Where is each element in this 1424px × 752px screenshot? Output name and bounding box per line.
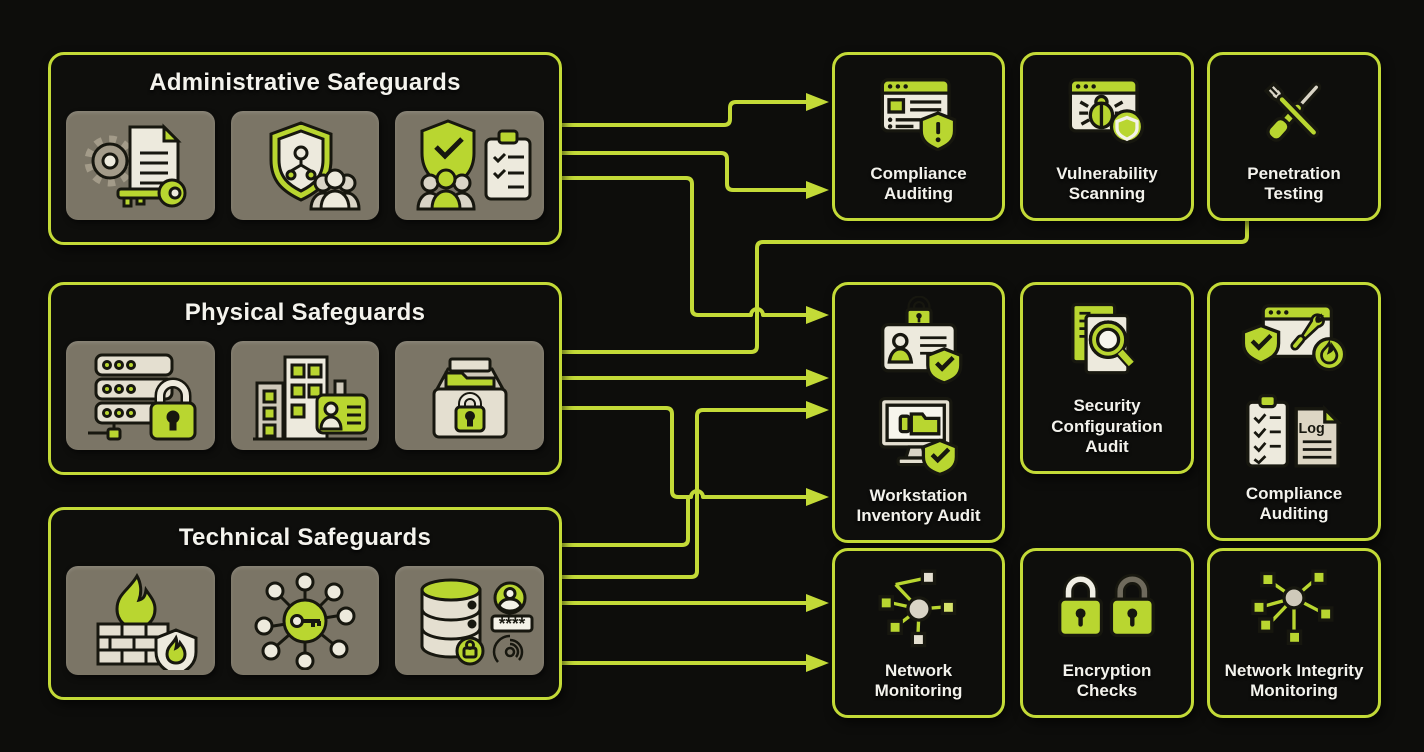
browser-shield-check-wrench-icon bbox=[1241, 304, 1347, 372]
node-security-configuration-audit: Security Configuration Audit bbox=[1020, 282, 1194, 474]
group-physical-safeguards: Physical Safeguards bbox=[48, 282, 562, 475]
network-nodes-icon bbox=[877, 569, 956, 648]
node-label: Encryption Checks bbox=[1062, 660, 1152, 701]
crossed-tools-icon bbox=[1263, 81, 1322, 142]
node-compliance-auditing-1: Compliance Auditing bbox=[832, 52, 1005, 221]
tile-server-security bbox=[66, 341, 215, 450]
node-label: Network Integrity Monitoring bbox=[1224, 660, 1364, 701]
tile-authentication: **** bbox=[395, 566, 545, 675]
two-padlocks-icon bbox=[1058, 573, 1155, 637]
tile-workforce-shield bbox=[230, 111, 380, 220]
id-card-lock-shield-icon bbox=[880, 296, 962, 385]
browser-bug-shield-icon bbox=[1068, 78, 1145, 144]
node-network-integrity-monitoring: Network Integrity Monitoring bbox=[1207, 548, 1381, 718]
server-rack-lock-icon bbox=[88, 353, 197, 440]
node-label: Compliance Auditing bbox=[1245, 483, 1343, 524]
tile-facility-access bbox=[230, 341, 380, 450]
clipboard-checklist-log-icon: Log bbox=[1246, 394, 1342, 468]
tile-row: **** bbox=[66, 566, 545, 675]
tile-row bbox=[66, 111, 545, 220]
shield-team-icon bbox=[269, 120, 361, 210]
tile-encryption-key bbox=[230, 566, 380, 675]
tile-row bbox=[66, 341, 545, 450]
network-integrity-nodes-icon bbox=[1251, 569, 1334, 645]
tile-secure-storage bbox=[395, 341, 545, 450]
node-network-monitoring: Network Monitoring bbox=[832, 548, 1005, 718]
group-administrative-safeguards: Administrative Safeguards bbox=[48, 52, 562, 245]
node-label: Compliance Auditing bbox=[870, 163, 967, 204]
node-compliance-auditing-2: Log Compliance Auditing bbox=[1207, 282, 1381, 541]
node-label: Workstation Inventory Audit bbox=[856, 485, 981, 526]
browser-shield-alert-icon bbox=[880, 78, 956, 152]
documents-magnifier-icon bbox=[1071, 303, 1136, 375]
node-penetration-testing: Penetration Testing bbox=[1207, 52, 1381, 221]
building-id-badge-icon bbox=[253, 355, 369, 440]
node-workstation-inventory-audit: Workstation Inventory Audit bbox=[832, 282, 1005, 543]
monitor-folder-shield-icon bbox=[878, 397, 958, 477]
group-technical-safeguards: Technical Safeguards bbox=[48, 507, 562, 700]
node-vulnerability-scanning: Vulnerability Scanning bbox=[1020, 52, 1194, 221]
firewall-flame-shield-icon bbox=[96, 572, 198, 670]
tile-policy-access bbox=[66, 111, 215, 220]
gear-document-key-icon bbox=[84, 122, 187, 207]
group-title: Physical Safeguards bbox=[184, 299, 426, 326]
log-doc-text: Log bbox=[1298, 421, 1324, 437]
database-authentication-icon: **** bbox=[420, 578, 534, 665]
file-cabinet-lock-icon bbox=[432, 357, 508, 438]
node-label: Network Monitoring bbox=[874, 660, 963, 701]
encryption-key-network-icon bbox=[254, 572, 356, 670]
node-label: Vulnerability Scanning bbox=[1056, 163, 1158, 204]
node-label: Security Configuration Audit bbox=[1051, 395, 1163, 457]
shield-check-clipboard-team-icon bbox=[416, 118, 532, 210]
node-label: Penetration Testing bbox=[1247, 163, 1341, 204]
tile-firewall bbox=[66, 566, 215, 675]
password-mask-text: **** bbox=[498, 614, 525, 633]
node-encryption-checks: Encryption Checks bbox=[1020, 548, 1194, 718]
group-title: Technical Safeguards bbox=[178, 524, 432, 551]
tile-evaluation-team bbox=[395, 111, 545, 220]
group-title: Administrative Safeguards bbox=[149, 69, 461, 96]
